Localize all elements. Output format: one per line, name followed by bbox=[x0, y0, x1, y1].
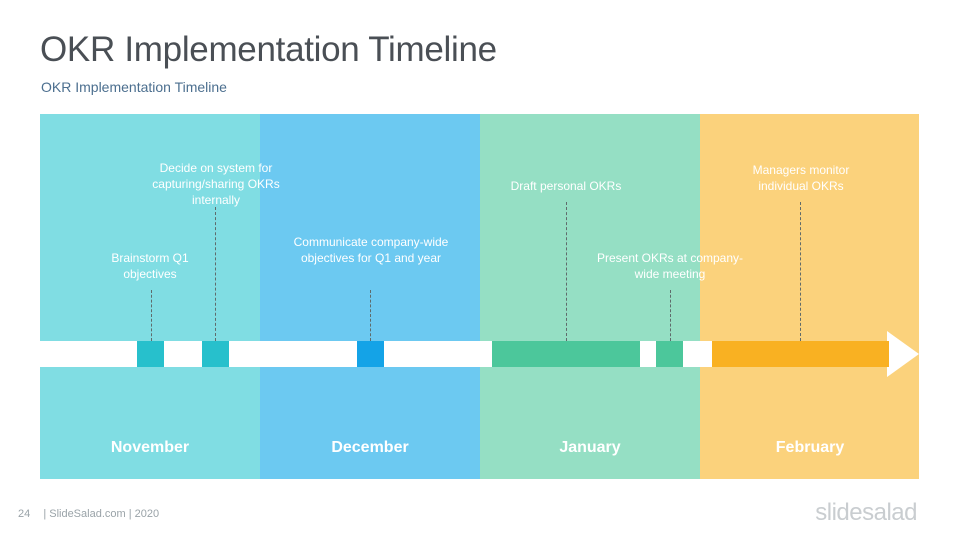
milestone-label-present-okrs: Present OKRs at company-wide meeting bbox=[596, 251, 744, 281]
month-label-december: December bbox=[331, 439, 409, 456]
month-band-february bbox=[700, 114, 919, 479]
footer-credit: | SlideSalad.com | 2020 bbox=[43, 508, 160, 520]
connector-decide-system bbox=[215, 207, 216, 341]
milestone-label-monitor-okrs: Managers monitor individual OKRs bbox=[752, 163, 850, 193]
milestone-bar-monitor-okrs bbox=[712, 341, 889, 367]
connector-monitor-okrs bbox=[800, 202, 801, 341]
connector-present-okrs bbox=[670, 290, 671, 341]
milestone-marker-decide-system bbox=[202, 341, 229, 367]
milestone-marker-present-okrs bbox=[656, 341, 683, 367]
connector-communicate bbox=[370, 290, 371, 341]
timeline-arrow-head bbox=[887, 331, 919, 377]
milestone-label-communicate: Communicate company-wide objectives for … bbox=[293, 235, 449, 265]
month-band-january bbox=[480, 114, 700, 479]
slide-footer: 24 | SlideSalad.com | 2020 bbox=[18, 508, 159, 520]
milestone-label-brainstorm: Brainstorm Q1 objectives bbox=[111, 251, 189, 281]
slide-title: OKR Implementation Timeline bbox=[40, 30, 497, 69]
month-label-january: January bbox=[559, 439, 621, 456]
milestone-label-decide-system: Decide on system for capturing/sharing O… bbox=[152, 161, 280, 207]
slide-subtitle: OKR Implementation Timeline bbox=[41, 79, 227, 95]
month-label-february: February bbox=[775, 439, 845, 456]
connector-brainstorm bbox=[151, 290, 152, 341]
month-band-november bbox=[40, 114, 260, 479]
connector-draft-okrs bbox=[566, 202, 567, 341]
milestone-marker-brainstorm bbox=[137, 341, 164, 367]
page-number: 24 bbox=[18, 508, 31, 520]
brand-logo: slidesalad bbox=[815, 499, 917, 526]
month-label-november: November bbox=[110, 439, 190, 456]
milestone-marker-communicate bbox=[357, 341, 384, 367]
milestone-label-draft-okrs: Draft personal OKRs bbox=[510, 179, 622, 193]
milestone-bar-draft-okrs bbox=[492, 341, 640, 367]
